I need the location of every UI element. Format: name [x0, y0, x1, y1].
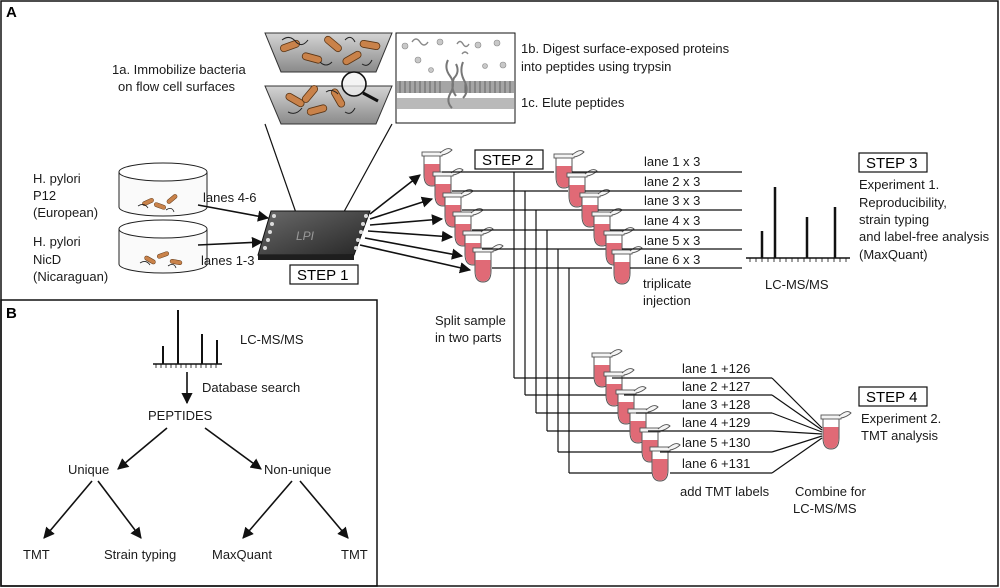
culture-dish-nicd — [118, 219, 208, 274]
step4-box — [858, 386, 928, 407]
strain-nicd-line1: H. pylori — [33, 234, 81, 249]
exp1-desc-line3: strain typing — [859, 212, 929, 227]
digest-text-line2: into peptides using trypsin — [521, 59, 671, 74]
leaf-maxquant: MaxQuant — [212, 547, 272, 562]
tmt-lane-6: lane 6 +131 — [682, 456, 750, 471]
strain-nicd-line3: (Nicaraguan) — [33, 269, 108, 284]
leaf-tmt-left: TMT — [23, 547, 50, 562]
bacteria-cells-upper — [279, 34, 381, 67]
step1-box — [289, 264, 359, 285]
panel-b-lcms-label: LC-MS/MS — [240, 332, 304, 347]
exp1-desc-line1: Experiment 1. — [859, 177, 939, 192]
unique-label: Unique — [68, 462, 109, 477]
tmt-lane-5: lane 5 +130 — [682, 435, 750, 450]
add-tmt-labels-text: add TMT labels — [680, 484, 770, 499]
exp1-lane-1: lane 1 x 3 — [644, 154, 700, 169]
exp1-lane-4: lane 4 x 3 — [644, 213, 700, 228]
bacteria-cells-lower — [284, 83, 356, 117]
tmt-lane-2: lane 2 +127 — [682, 379, 750, 394]
combine-text-line1: Combine for — [795, 484, 866, 499]
non-unique-label: Non-unique — [264, 462, 331, 477]
exp1-lane-6: lane 6 x 3 — [644, 252, 700, 267]
arrow-to-unique — [117, 427, 168, 470]
arrow-to-chip-upper — [197, 204, 270, 222]
magnifier-icon — [341, 71, 379, 103]
exp1-lane-lines — [572, 171, 742, 269]
step2-label: STEP 2 — [482, 152, 533, 169]
lanes-1-3-label: lanes 1-3 — [201, 253, 254, 268]
arrow-unique-to-strain-typing — [97, 480, 142, 539]
lpi-chip: LPI — [257, 210, 371, 260]
arrow-to-non-unique — [204, 427, 262, 470]
step3-label: STEP 3 — [866, 155, 917, 172]
strain-p12-line2: P12 — [33, 188, 56, 203]
immobilize-text-line2: on flow cell surfaces — [118, 79, 236, 94]
step1-label: STEP 1 — [297, 267, 348, 284]
lanes-4-6-label: lanes 4-6 — [203, 190, 256, 205]
digest-text-line1: 1b. Digest surface-exposed proteins — [521, 41, 730, 56]
exp2-desc-line1: Experiment 2. — [861, 411, 941, 426]
arrow-nonunique-to-maxquant — [242, 480, 293, 539]
membrane-inset — [395, 32, 516, 124]
arrow-nonunique-to-tmt — [299, 480, 349, 539]
arrow-to-chip-lower — [197, 236, 264, 249]
immobilize-text-line1: 1a. Immobilize bacteria — [112, 62, 246, 77]
panel-a-letter: A — [6, 4, 17, 21]
strain-p12-line1: H. pylori — [33, 171, 81, 186]
tmt-lane-1: lane 1 +126 — [682, 361, 750, 376]
combine-text-line2: LC-MS/MS — [793, 501, 857, 516]
step4-label: STEP 4 — [866, 389, 917, 406]
triplicate-text-line1: triplicate — [643, 276, 691, 291]
peptides-label: PEPTIDES — [148, 408, 213, 423]
arrow-unique-to-tmt — [43, 480, 93, 539]
triplicate-tubes — [553, 150, 643, 285]
strain-nicd-line2: NicD — [33, 252, 61, 267]
combine-tube — [820, 411, 852, 450]
exp1-connector-lines — [442, 171, 612, 269]
ms-spectrum-panel-b — [153, 310, 222, 368]
exp1-desc-line4: and label-free analysis — [859, 229, 990, 244]
panel-b-frame — [0, 299, 378, 587]
split-text-line2: in two parts — [435, 330, 502, 345]
elute-text: 1c. Elute peptides — [521, 95, 625, 110]
step2-box — [474, 149, 544, 170]
ms-spectrum-exp1 — [746, 187, 850, 262]
exp1-desc-line5: (MaxQuant) — [859, 247, 928, 262]
flow-cell-chambers — [264, 32, 393, 231]
step3-box — [858, 152, 928, 173]
exp1-desc-line2: Reproducibility, — [859, 195, 947, 210]
exp1-lane-2: lane 2 x 3 — [644, 174, 700, 189]
database-search-label: Database search — [202, 380, 300, 395]
tmt-lane-4: lane 4 +129 — [682, 415, 750, 430]
exp2-desc-line2: TMT analysis — [861, 428, 939, 443]
chip-to-tube-arrows — [359, 174, 472, 274]
culture-dish-p12 — [118, 162, 208, 217]
tmt-lane-3: lane 3 +128 — [682, 397, 750, 412]
tmt-tubes — [591, 349, 681, 482]
chip-label: LPI — [296, 229, 315, 243]
panel-b-letter: B — [6, 305, 17, 322]
exp1-lane-3: lane 3 x 3 — [644, 193, 700, 208]
split-connector-lines — [513, 172, 654, 474]
leaf-tmt-right: TMT — [341, 547, 368, 562]
split-text-line1: Split sample — [435, 313, 506, 328]
tmt-lane-lines — [612, 377, 823, 474]
triplicate-text-line2: injection — [643, 293, 691, 308]
exp1-lane-5: lane 5 x 3 — [644, 233, 700, 248]
strain-p12-line3: (European) — [33, 205, 98, 220]
leaf-strain-typing: Strain typing — [104, 547, 176, 562]
lcms-exp1-label: LC-MS/MS — [765, 277, 829, 292]
